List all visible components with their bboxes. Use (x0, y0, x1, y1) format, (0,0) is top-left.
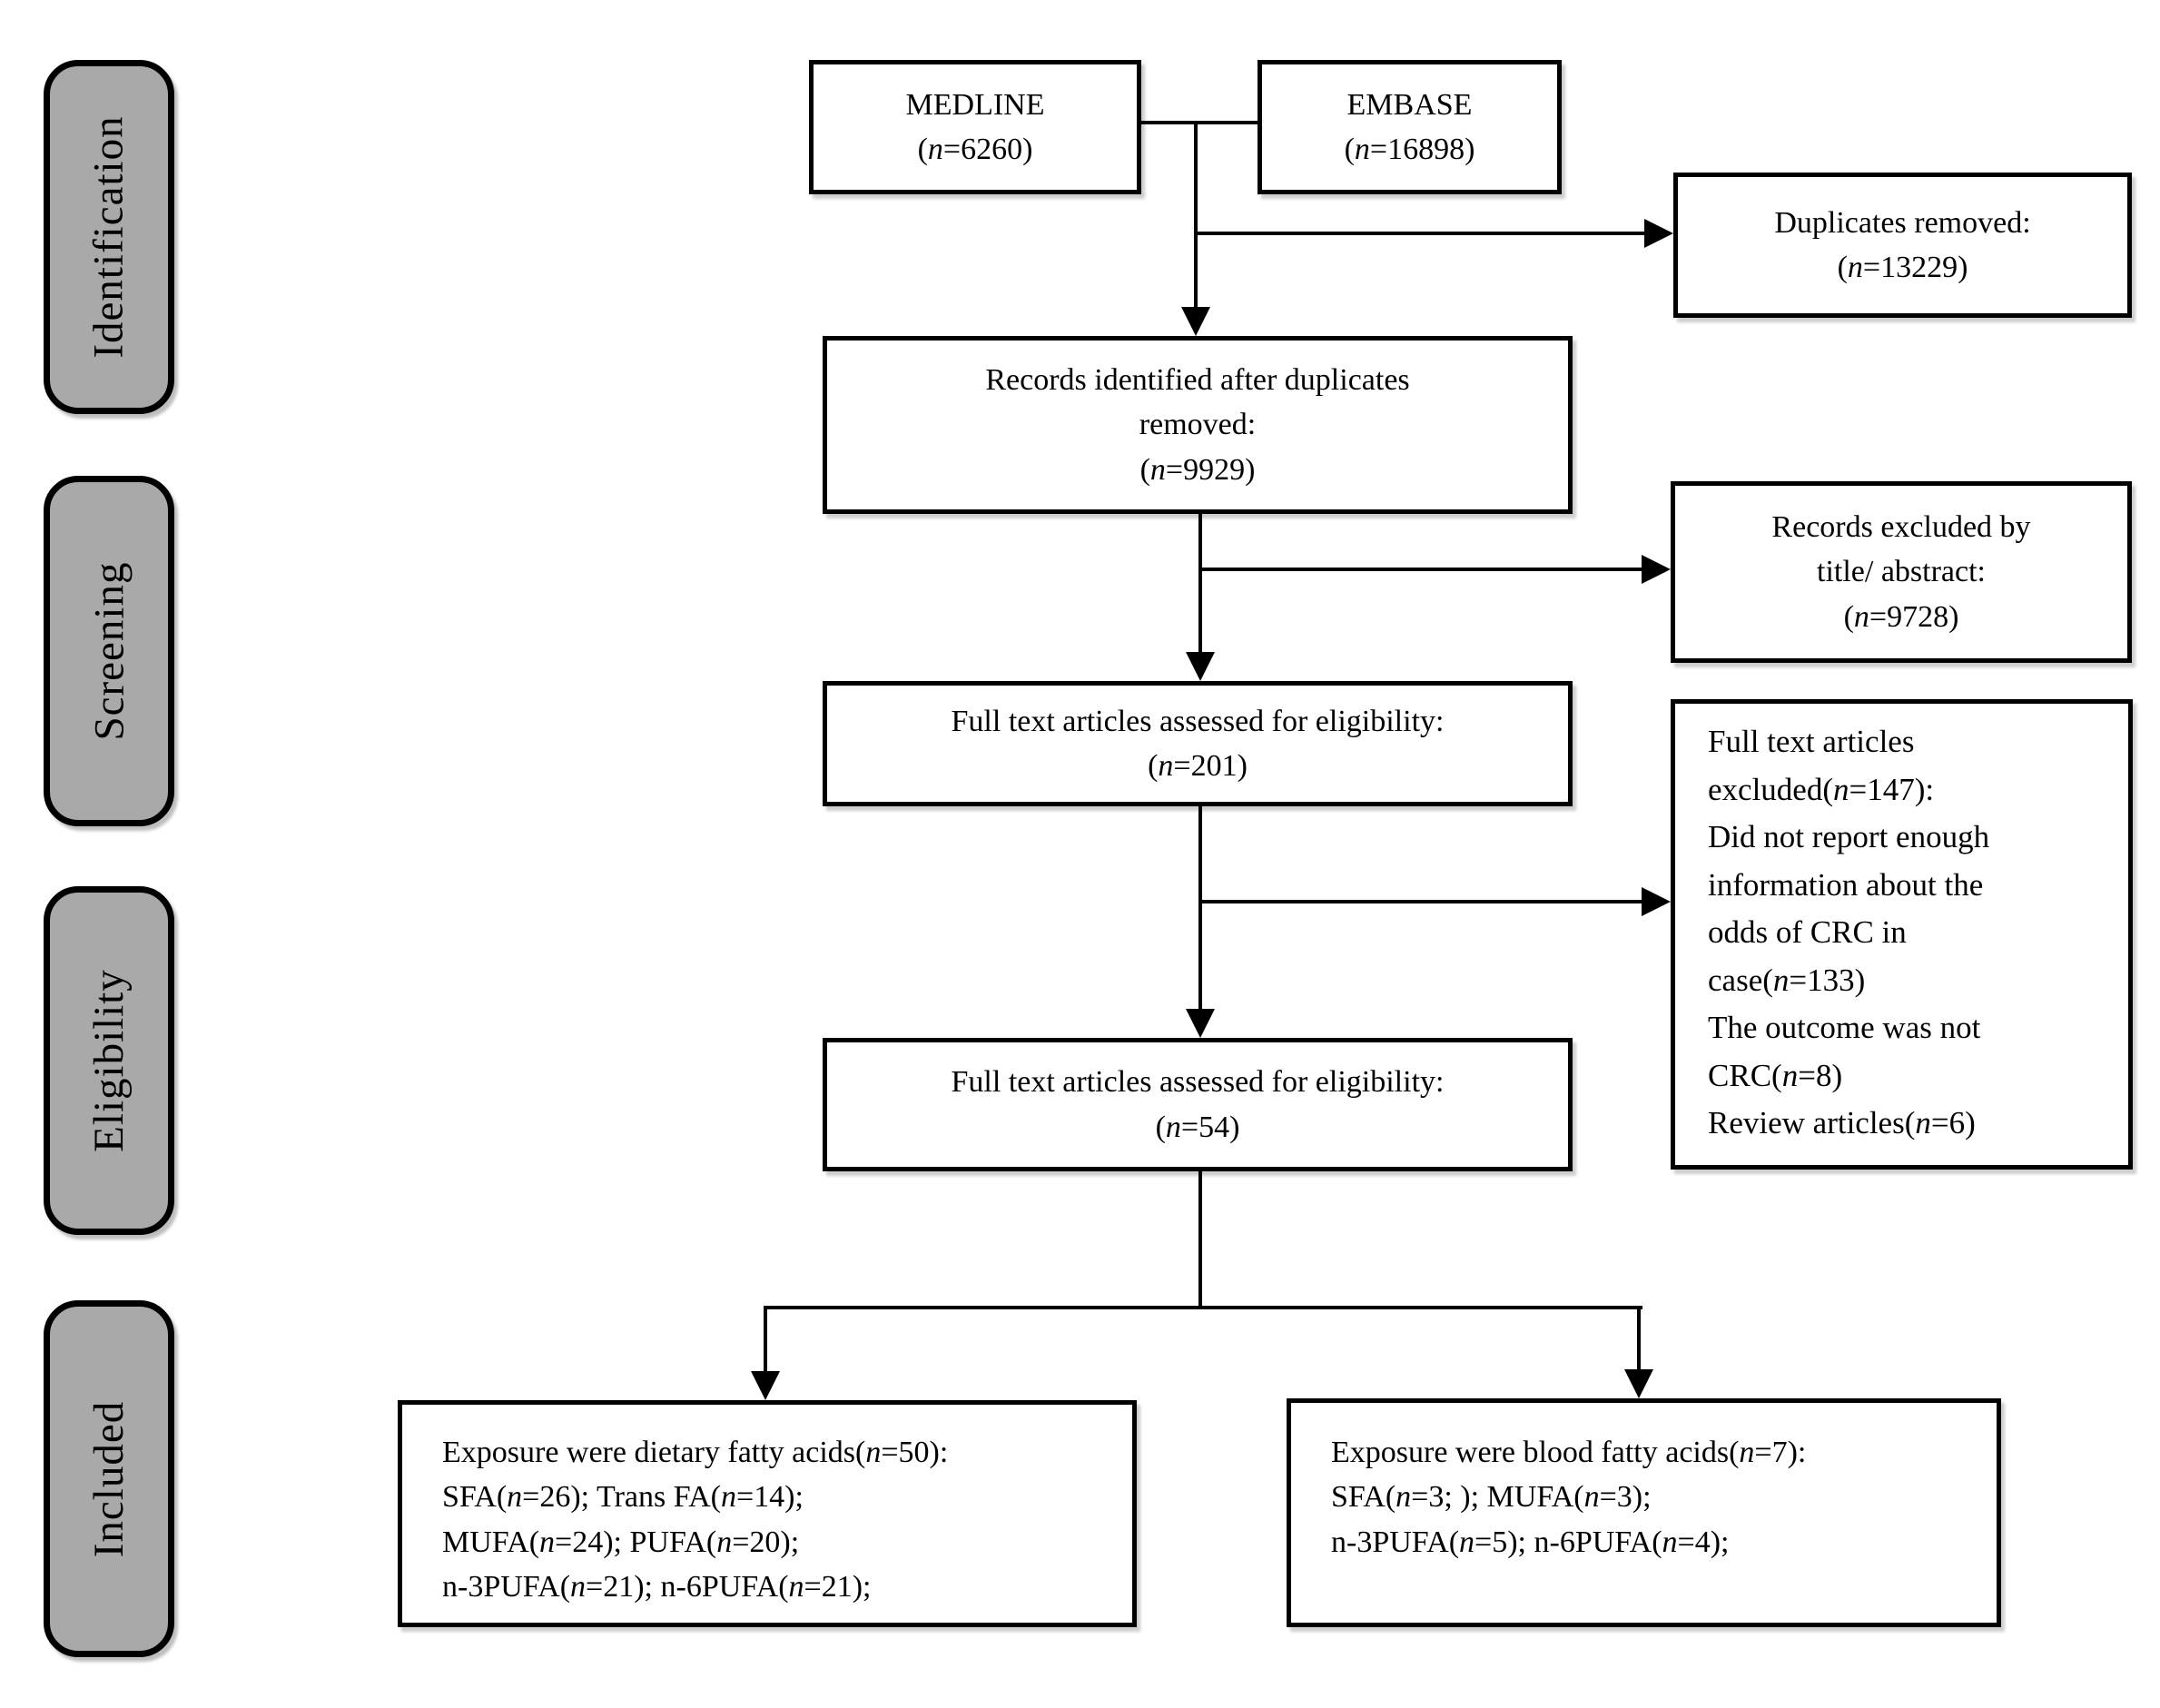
connector-fulltext201-to-fulltext54 (1198, 806, 1202, 1011)
stage-eligibility: Eligibility (44, 886, 174, 1235)
stage-identification: Identification (44, 60, 174, 414)
stage-included: Included (44, 1300, 174, 1657)
arrowhead-down-blood (1624, 1369, 1653, 1398)
connector-fulltext54-down (1198, 1171, 1202, 1309)
connector-to-duplicates (1194, 232, 1646, 235)
arrowhead-right-fulltext-excluded (1642, 887, 1671, 916)
stage-label-identification: Identification (85, 115, 133, 359)
box-medline: MEDLINE(n=6260) (809, 60, 1141, 194)
connector-to-fulltext-excluded (1198, 900, 1643, 903)
connector-sources-to-records (1194, 121, 1198, 309)
box-fulltext-assessed-201: Full text articles assessed for eligibil… (823, 681, 1573, 806)
box-embase: EMBASE(n=16898) (1258, 60, 1562, 194)
box-fulltext-assessed-54: Full text articles assessed for eligibil… (823, 1038, 1573, 1171)
connector-sources-join (1141, 121, 1258, 124)
stage-label-eligibility: Eligibility (85, 969, 133, 1152)
arrowhead-right-records-excluded (1642, 555, 1671, 584)
connector-records-to-fulltext201 (1198, 514, 1202, 654)
stage-label-screening: Screening (85, 561, 133, 741)
stage-screening: Screening (44, 476, 174, 826)
connector-to-blood (1637, 1306, 1641, 1371)
box-dietary-fatty-acids: Exposure were dietary fatty acids(n=50):… (398, 1400, 1137, 1627)
connector-to-records-excluded (1198, 568, 1643, 571)
arrowhead-down-records-identified (1181, 307, 1210, 336)
connector-included-split (765, 1306, 1642, 1309)
arrowhead-down-fulltext201 (1186, 652, 1215, 681)
stage-label-included: Included (85, 1400, 133, 1557)
arrowhead-down-dietary (751, 1371, 780, 1400)
box-blood-fatty-acids: Exposure were blood fatty acids(n=7):SFA… (1287, 1398, 2001, 1627)
box-duplicates-removed: Duplicates removed:(n=13229) (1673, 173, 2132, 318)
connector-to-dietary (764, 1306, 767, 1373)
arrowhead-right-duplicates (1644, 219, 1673, 248)
arrowhead-down-fulltext54 (1186, 1009, 1215, 1038)
